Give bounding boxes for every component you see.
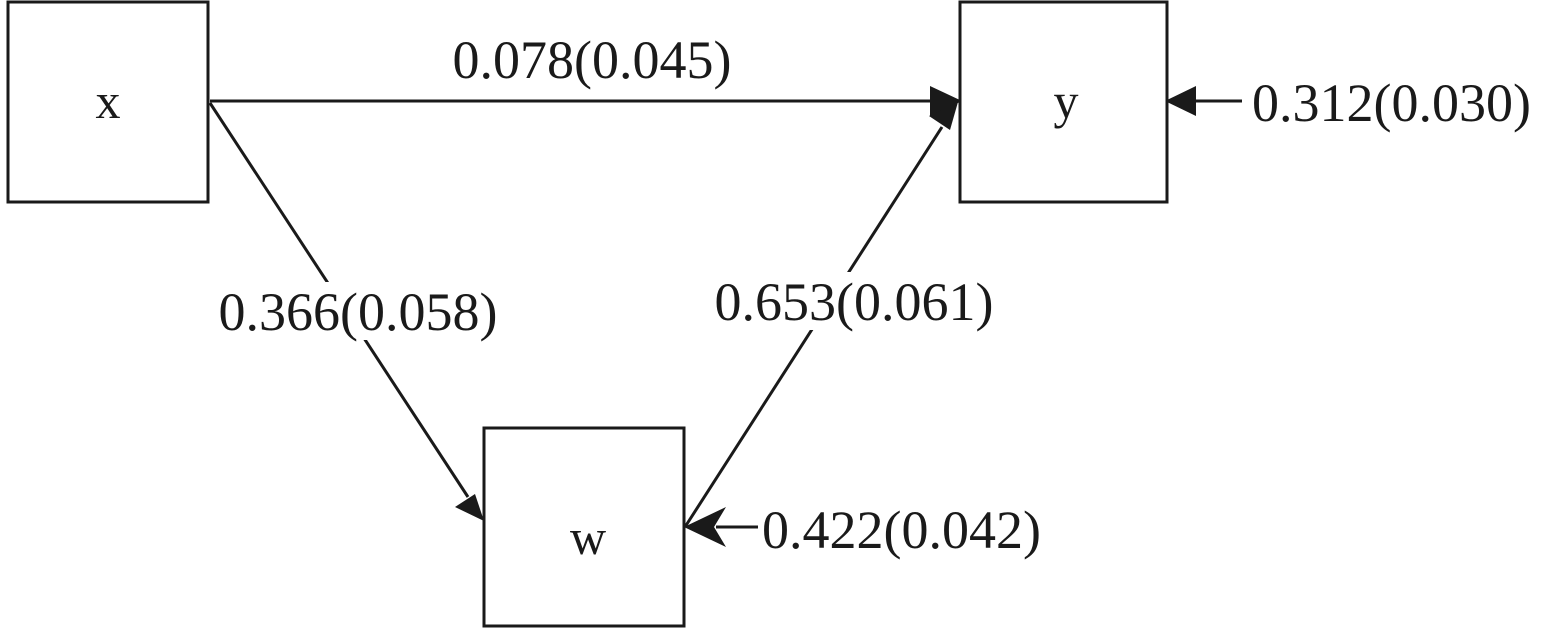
node-y: y — [958, 0, 1169, 204]
edge-x-to-y-label: 0.078(0.045) — [453, 30, 732, 90]
node-x-box — [6, 0, 210, 204]
edge-x-to-y-arrowhead — [930, 86, 962, 116]
residual-y — [1165, 86, 1242, 116]
residual-w — [684, 507, 758, 547]
residual-w-label: 0.422(0.042) — [762, 500, 1041, 560]
edge-w-to-y-label: 0.653(0.061) — [715, 272, 994, 332]
residual-y-label: 0.312(0.030) — [1252, 73, 1531, 133]
edge-x-to-w-label: 0.366(0.058) — [219, 282, 498, 342]
node-w: w — [482, 426, 686, 628]
node-y-box — [958, 0, 1169, 204]
edge-w-to-y-label-bg — [696, 272, 1014, 330]
edge-x-to-w-label-bg — [200, 282, 518, 340]
node-w-box — [482, 426, 686, 628]
edge-w-to-y-arrowhead — [929, 102, 958, 130]
node-w-label: w — [570, 509, 606, 565]
node-x: x — [6, 0, 210, 204]
residual-w-arrowhead — [684, 507, 726, 547]
edge-x-to-w-arrowhead — [455, 494, 484, 521]
node-y-label: y — [1054, 73, 1079, 129]
node-x-label: x — [96, 73, 121, 129]
edge-x-to-y — [210, 86, 962, 116]
residual-y-arrowhead — [1165, 86, 1196, 116]
